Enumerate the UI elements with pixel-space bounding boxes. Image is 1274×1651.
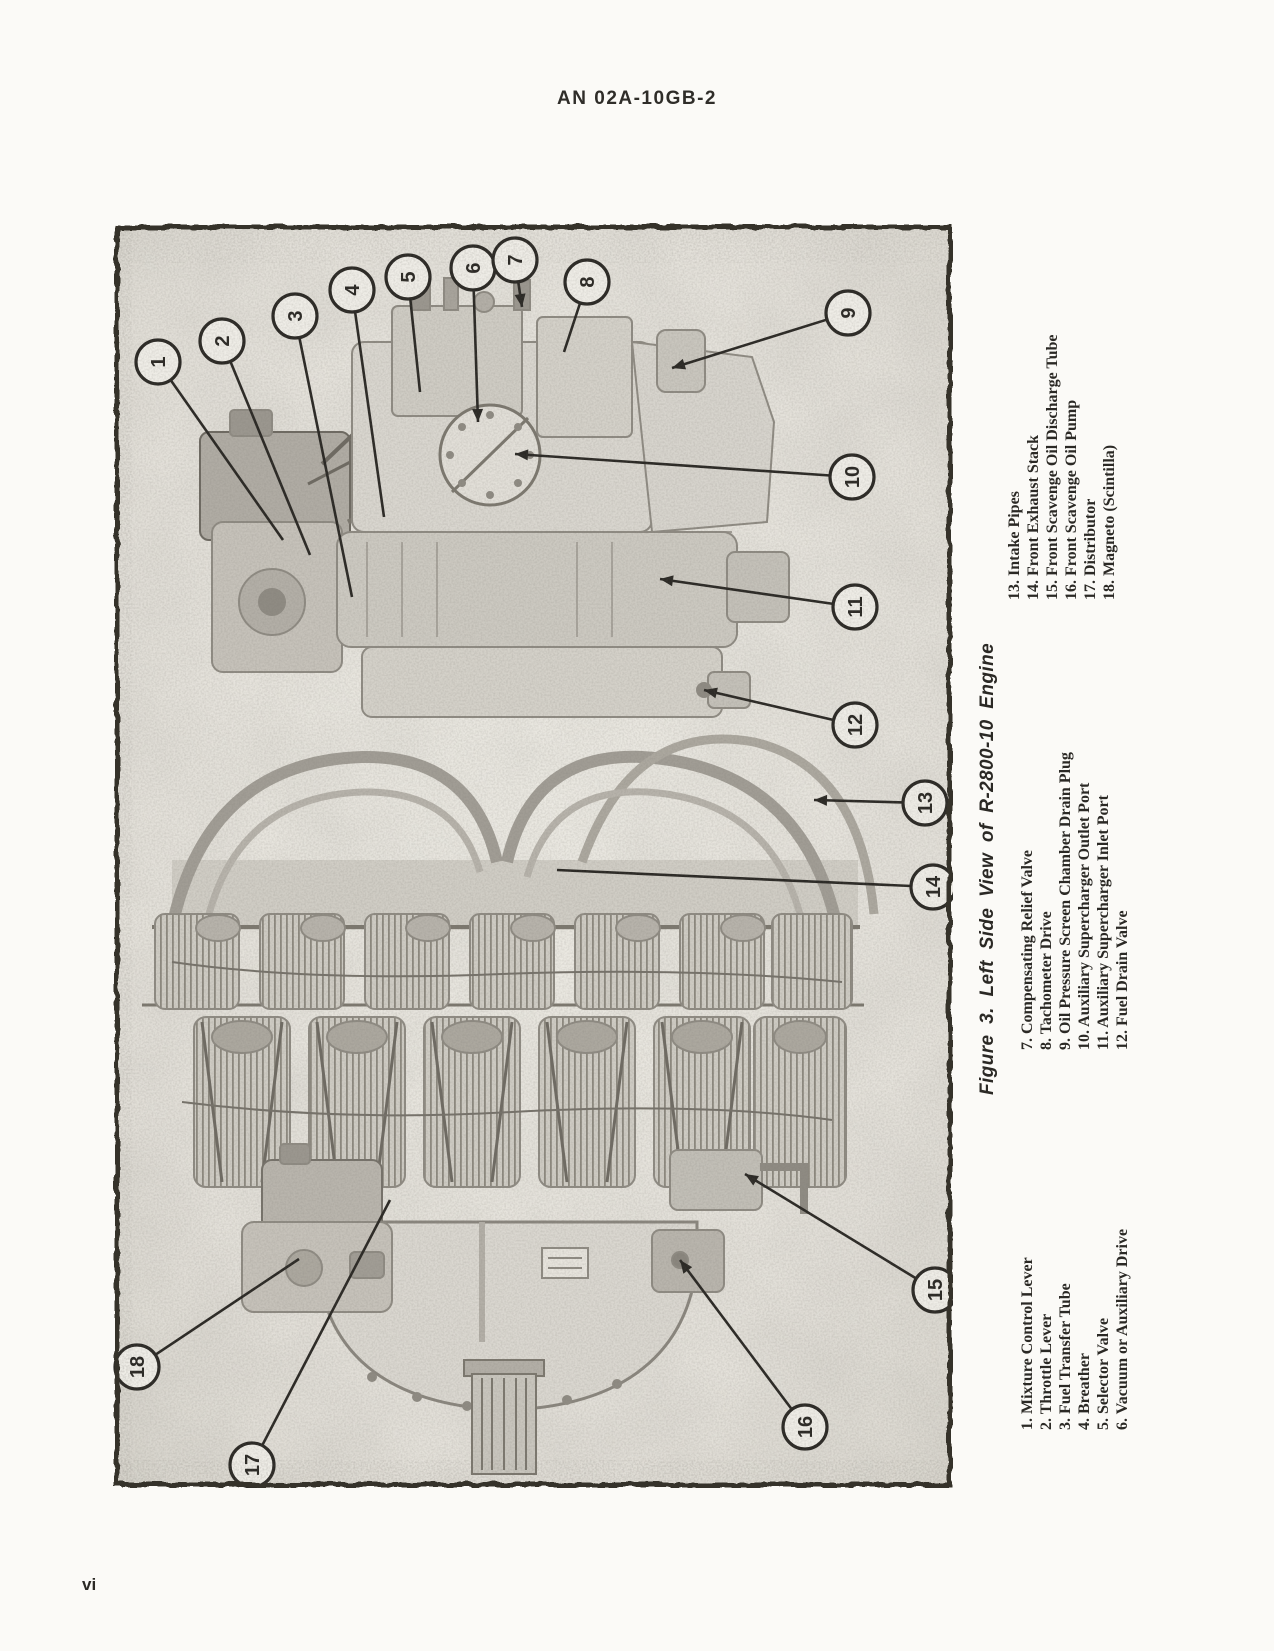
page-number: vi (82, 1575, 97, 1594)
legend-item: 5. Selector Valve (1095, 1317, 1112, 1430)
legend-items-7-12: 7. Compensating Relief Valve 8. Tachomet… (1018, 630, 1132, 1050)
scan-grain-overlay (116, 226, 949, 1484)
legend-item: 9. Oil Pressure Screen Chamber Drain Plu… (1057, 752, 1074, 1050)
legend-item: 8. Tachometer Drive (1038, 911, 1055, 1050)
figure-frame: 123456789101112131415161718 (112, 222, 959, 1489)
legend-item: 16. Front Scavenge Oil Pump (1063, 399, 1080, 600)
legend-item: 17. Distributor (1082, 498, 1099, 600)
legend-item: 3. Fuel Transfer Tube (1057, 1283, 1074, 1430)
legend-item: 10. Auxiliary Supercharger Outlet Port (1076, 782, 1093, 1050)
legend-item: 2. Throttle Lever (1038, 1313, 1055, 1430)
legend-item: 4. Breather (1076, 1352, 1093, 1430)
legend-item: 18. Magneto (Scintilla) (1101, 444, 1118, 600)
legend-items-1-6: 1. Mixture Control Lever 2. Throttle Lev… (1018, 1150, 1132, 1430)
figure-caption: Figure 3. Left Side View of R-2800-10 En… (977, 642, 998, 1095)
engine-figure: 123456789101112131415161718 (113, 223, 959, 1489)
legend-item: 11. Auxiliary Supercharger Inlet Port (1095, 795, 1112, 1050)
legend-item: 1. Mixture Control Lever (1019, 1257, 1036, 1430)
legend-item: 12. Fuel Drain Valve (1114, 910, 1131, 1050)
legend-item: 14. Front Exhaust Stack (1025, 434, 1042, 600)
legend-item: 7. Compensating Relief Valve (1019, 850, 1036, 1050)
legend-item: 13. Intake Pipes (1006, 491, 1023, 600)
page-header-title: AN 02A-10GB-2 (557, 88, 717, 109)
figure-border (113, 223, 952, 1487)
legend-item: 6. Vacuum or Auxiliary Drive (1114, 1228, 1131, 1430)
legend-items-13-18: 13. Intake Pipes 14. Front Exhaust Stack… (1005, 240, 1119, 601)
legend-item: 15. Front Scavenge Oil Discharge Tube (1044, 334, 1061, 601)
